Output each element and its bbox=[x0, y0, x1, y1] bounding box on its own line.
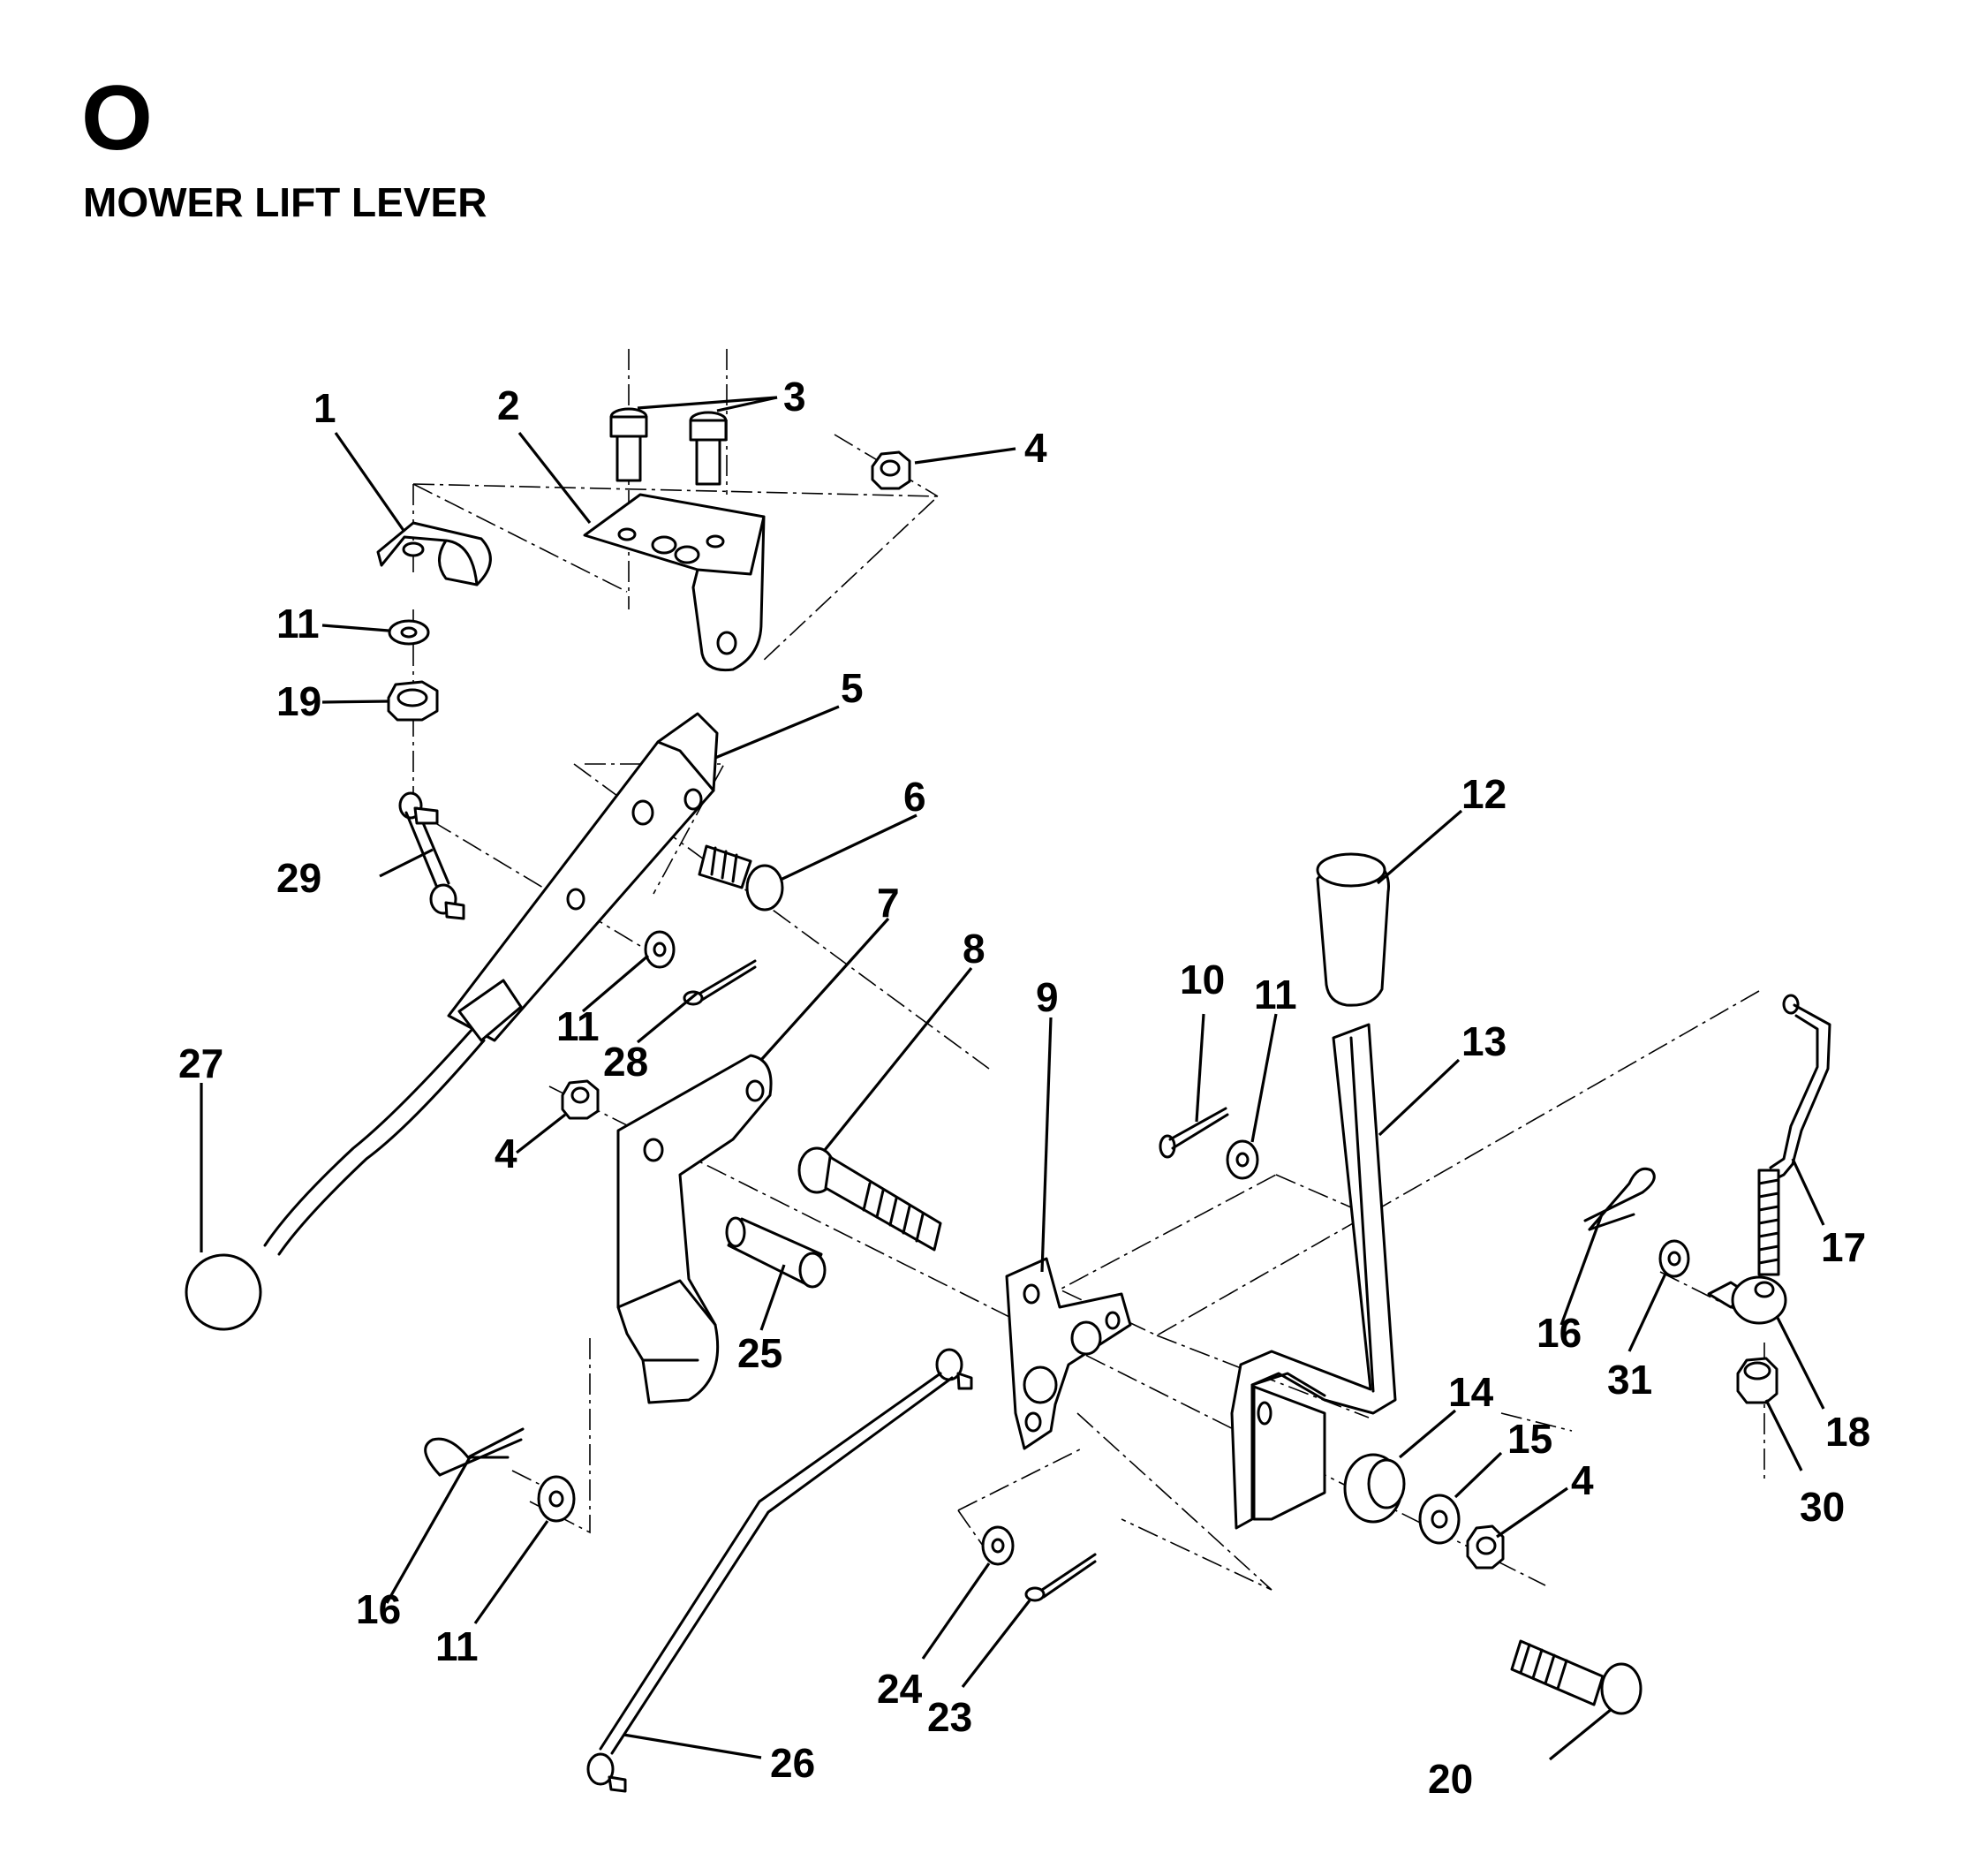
callout-14: 14 bbox=[1448, 1369, 1494, 1415]
callout-4-mid: 4 bbox=[495, 1131, 517, 1176]
callout-2: 2 bbox=[497, 382, 520, 428]
part-rod-26 bbox=[586, 1348, 973, 1793]
part-bracket-2 bbox=[583, 493, 766, 672]
part-bolt-20 bbox=[1510, 1639, 1642, 1715]
part-nut-4-top bbox=[871, 450, 911, 490]
part-nut-19 bbox=[387, 680, 439, 722]
callout-24: 24 bbox=[877, 1666, 923, 1712]
callout-31: 31 bbox=[1607, 1357, 1652, 1403]
section-letter: O bbox=[81, 67, 153, 170]
callout-10: 10 bbox=[1180, 957, 1225, 1002]
part-bushing-25 bbox=[725, 1216, 827, 1289]
part-bolt-6 bbox=[698, 844, 784, 912]
part-lever-13 bbox=[1230, 1023, 1397, 1530]
callout-11-right: 11 bbox=[1254, 972, 1297, 1017]
callout-15: 15 bbox=[1507, 1416, 1552, 1462]
part-clip bbox=[376, 521, 492, 586]
part-cotter-pin-23 bbox=[1024, 1553, 1097, 1602]
callout-20: 20 bbox=[1428, 1756, 1473, 1802]
part-cotter-pin-10 bbox=[1159, 1107, 1229, 1159]
callout-6: 6 bbox=[903, 774, 926, 820]
callout-11-mid: 11 bbox=[556, 1003, 600, 1049]
part-washer-11-lower bbox=[537, 1475, 576, 1523]
callout-12: 12 bbox=[1461, 771, 1507, 817]
callout-7: 7 bbox=[877, 880, 900, 926]
callout-3: 3 bbox=[783, 374, 806, 420]
callout-30: 30 bbox=[1800, 1484, 1845, 1530]
part-washer-24 bbox=[981, 1525, 1015, 1566]
part-nut-30 bbox=[1736, 1357, 1778, 1404]
callout-26: 26 bbox=[770, 1740, 815, 1786]
part-rod-27 bbox=[185, 1027, 486, 1331]
leader-lines bbox=[200, 396, 1825, 1761]
part-bushing-14 bbox=[1343, 1453, 1406, 1524]
callout-5: 5 bbox=[841, 665, 864, 711]
callout-9: 9 bbox=[1036, 974, 1059, 1020]
part-plate-7 bbox=[616, 1054, 773, 1404]
part-hairpin-16-right bbox=[1583, 1167, 1656, 1231]
callout-27: 27 bbox=[178, 1040, 223, 1086]
callout-29: 29 bbox=[276, 855, 321, 901]
callout-8: 8 bbox=[963, 926, 986, 972]
part-bolt-3-right bbox=[689, 411, 728, 486]
part-trunnion-18 bbox=[1707, 1275, 1787, 1325]
part-lift-arm-5 bbox=[447, 712, 719, 1042]
callout-11-lower: 11 bbox=[435, 1623, 479, 1669]
callout-16-right: 16 bbox=[1537, 1310, 1582, 1356]
part-nut-4-mid bbox=[561, 1079, 600, 1120]
callout-4-lower: 4 bbox=[1571, 1457, 1594, 1503]
part-pivot-plate-9 bbox=[1005, 1257, 1132, 1450]
callout-1: 1 bbox=[313, 385, 336, 431]
part-grip-12 bbox=[1316, 852, 1390, 1007]
part-link-29 bbox=[398, 791, 465, 920]
part-washer-11-mid bbox=[644, 930, 676, 969]
part-washer-11-upper bbox=[388, 619, 430, 646]
part-bolt-8 bbox=[797, 1146, 942, 1252]
callout-23: 23 bbox=[927, 1694, 972, 1740]
callout-25: 25 bbox=[737, 1330, 782, 1376]
callout-16-left: 16 bbox=[356, 1586, 401, 1632]
callout-18: 18 bbox=[1825, 1409, 1870, 1455]
part-washer-15 bbox=[1418, 1494, 1461, 1545]
callout-28: 28 bbox=[603, 1039, 648, 1085]
part-cotter-pin-28 bbox=[683, 959, 757, 1006]
section-title: MOWER LIFT LEVER bbox=[83, 179, 487, 225]
part-hairpin-16-left bbox=[424, 1427, 525, 1477]
part-washer-31 bbox=[1658, 1239, 1690, 1278]
callout-11-upper: 11 bbox=[276, 601, 320, 647]
part-washer-11-right bbox=[1226, 1139, 1259, 1180]
part-rod-17 bbox=[1757, 994, 1831, 1276]
part-bolt-3-left bbox=[609, 407, 648, 482]
callout-4-top: 4 bbox=[1024, 425, 1047, 471]
callout-13: 13 bbox=[1461, 1018, 1507, 1064]
callout-17: 17 bbox=[1821, 1224, 1866, 1270]
part-nut-4-lower bbox=[1466, 1524, 1505, 1570]
callout-19: 19 bbox=[276, 678, 321, 724]
callout-labels: 1 2 3 4 5 6 7 8 9 10 11 11 11 11 12 13 1… bbox=[178, 374, 1870, 1802]
